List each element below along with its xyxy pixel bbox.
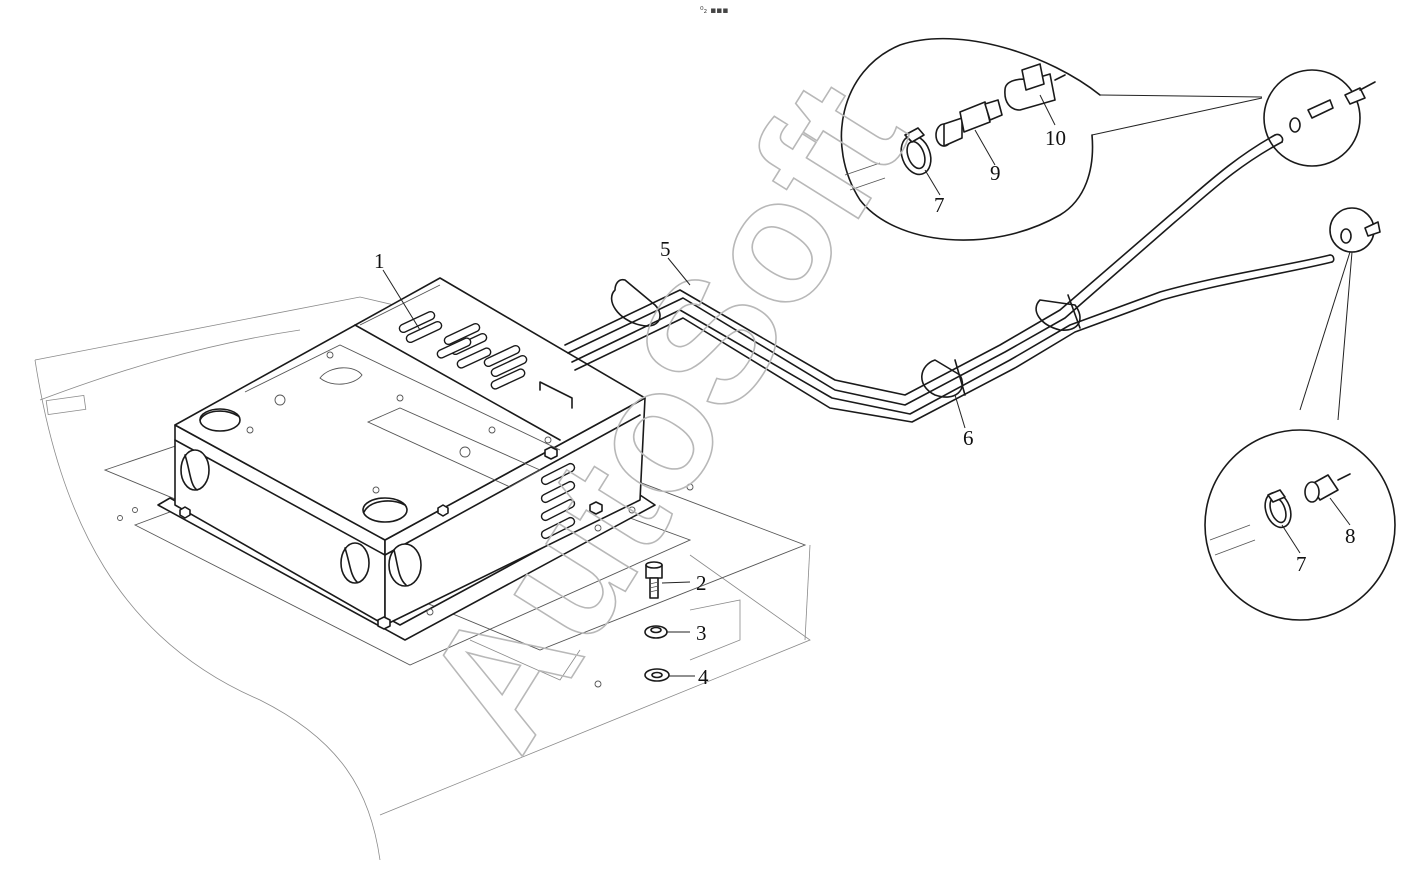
detail-bubble-upper — [840, 37, 1376, 241]
bolt — [645, 561, 663, 599]
callout-3: 3 — [696, 621, 707, 645]
coolant-hoses — [564, 133, 1335, 423]
callout-8: 8 — [1345, 524, 1356, 548]
detail-bubble-lower — [1204, 207, 1396, 621]
top-mark: ⁰₂ ▪▪▪ — [700, 6, 728, 16]
washer — [644, 668, 670, 682]
callout-2: 2 — [696, 571, 707, 595]
callout-leaders — [382, 94, 1351, 677]
cab-floor-outline — [34, 296, 811, 861]
callout-7-upper: 7 — [934, 193, 945, 217]
callout-9: 9 — [990, 161, 1001, 185]
callout-6: 6 — [963, 426, 974, 450]
callout-10: 10 — [1045, 126, 1066, 150]
callout-5: 5 — [660, 237, 671, 261]
heater-unit — [157, 277, 656, 641]
hose-clamps — [610, 278, 1081, 398]
callout-7-lower: 7 — [1296, 552, 1307, 576]
nut — [644, 625, 668, 639]
callout-1: 1 — [374, 249, 385, 273]
callout-4: 4 — [698, 665, 709, 689]
